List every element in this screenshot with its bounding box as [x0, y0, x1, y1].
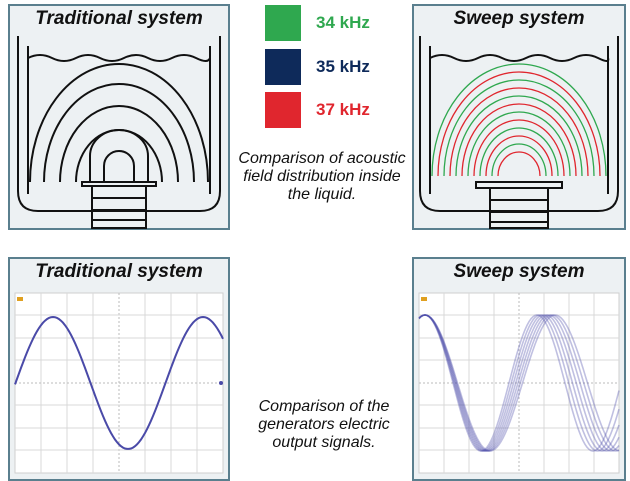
sweep-wave-trace	[418, 314, 620, 452]
sweep-field-title: Sweep system	[453, 8, 585, 29]
signal-caption: Comparison of the generators electric ou…	[258, 398, 390, 451]
legend-label-35khz: 35 kHz	[316, 57, 370, 76]
sweep-wave-trace	[418, 314, 620, 452]
sweep-wave-trace	[418, 314, 620, 452]
traditional-field-panel: Traditional system	[8, 4, 230, 230]
legend-label-37khz: 37 kHz	[316, 100, 370, 119]
traditional-oscilloscope	[14, 292, 224, 474]
legend-swatch-35khz	[265, 49, 301, 85]
sweep-signal-title: Sweep system	[453, 261, 585, 282]
legend-label-34khz: 34 kHz	[316, 13, 370, 32]
field-caption: Comparison of acoustic field distributio…	[238, 150, 406, 203]
traditional-tank-diagram	[17, 36, 221, 229]
sweep-signal-panel: Sweep system	[412, 257, 626, 481]
legend-swatch-37khz	[265, 92, 301, 128]
traditional-field-title: Traditional system	[35, 8, 203, 29]
sweep-tank-diagram	[419, 36, 619, 229]
sweep-oscilloscope	[418, 292, 620, 474]
sweep-wave-trace	[418, 314, 620, 452]
sweep-wave-trace	[418, 314, 620, 452]
traditional-signal-panel: Traditional system	[8, 257, 230, 481]
traditional-signal-title: Traditional system	[35, 261, 203, 282]
sweep-wave-trace	[418, 314, 620, 452]
legend-swatch-34khz	[265, 5, 301, 41]
sweep-wave-trace	[418, 314, 620, 452]
sweep-field-panel: Sweep system	[412, 4, 626, 230]
